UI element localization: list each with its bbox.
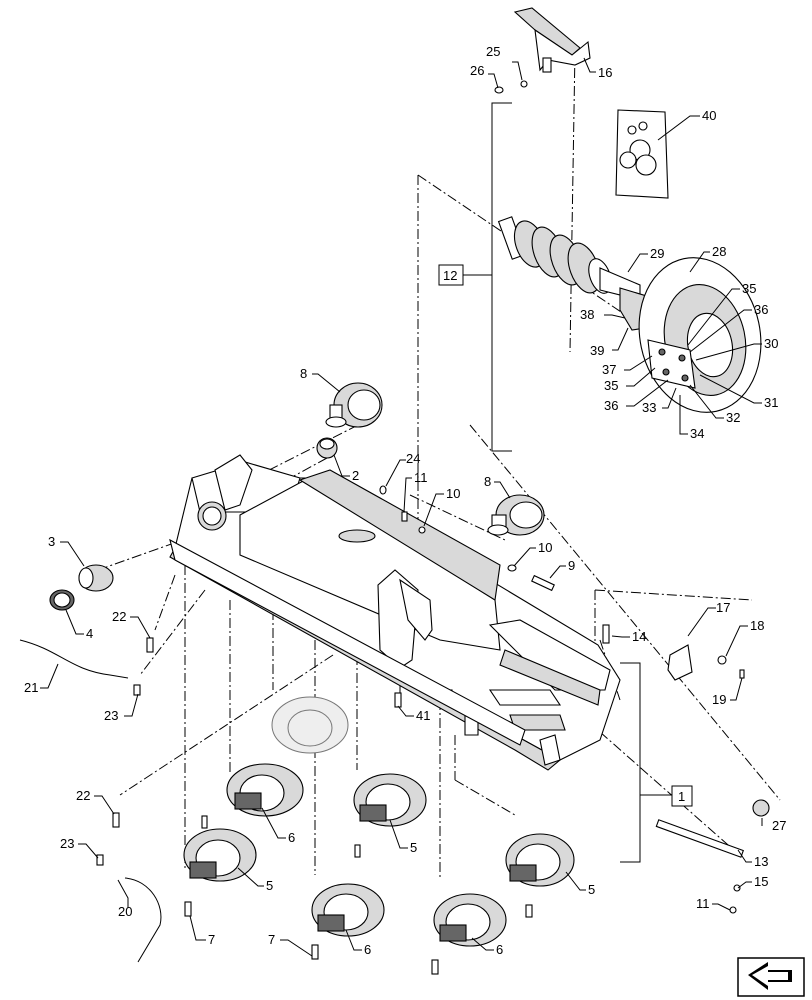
callout-24: 24 <box>406 451 420 466</box>
track-frame <box>169 454 621 771</box>
callout-31: 31 <box>764 395 778 410</box>
callout-13: 13 <box>754 854 768 869</box>
callout-15: 15 <box>754 874 768 889</box>
callout-36-lower: 36 <box>604 398 618 413</box>
alignment-lines <box>97 49 781 880</box>
callout-29: 29 <box>650 246 664 261</box>
seal-kit-bag-icon <box>615 109 669 199</box>
callout-40: 40 <box>702 108 716 123</box>
callout-5-a: 5 <box>410 840 417 855</box>
callout-22-lower: 22 <box>76 788 90 803</box>
callout-41: 41 <box>416 708 430 723</box>
callout-3: 3 <box>48 534 55 549</box>
callout-33: 33 <box>642 400 656 415</box>
callout-11-upper: 11 <box>414 470 428 485</box>
callout-23-upper: 23 <box>104 708 118 723</box>
leader-lines <box>40 57 763 957</box>
callout-2: 2 <box>352 468 359 483</box>
callout-34: 34 <box>690 426 704 441</box>
track-roller-5c <box>505 833 575 887</box>
bracket-16 <box>513 7 591 73</box>
callout-1: 1 <box>678 789 685 804</box>
callout-8-mid: 8 <box>484 474 491 489</box>
carrier-roller-upper <box>325 382 383 428</box>
callout-4: 4 <box>86 626 93 641</box>
track-roller-ghost <box>271 696 349 754</box>
callout-27: 27 <box>772 818 786 833</box>
group-bracket-1 <box>620 662 672 863</box>
callout-32: 32 <box>726 410 740 425</box>
callout-36-upper: 36 <box>754 302 768 317</box>
track-roller-6c <box>433 893 507 947</box>
grease-hose-21 <box>19 639 129 679</box>
back-arrow-icon[interactable] <box>737 957 805 997</box>
callout-6-c: 6 <box>496 942 503 957</box>
track-roller-5b <box>183 828 257 882</box>
callout-20: 20 <box>118 904 132 919</box>
callout-16: 16 <box>598 65 612 80</box>
callout-14: 14 <box>632 629 646 644</box>
bushing-2 <box>316 437 338 459</box>
callout-box-12 <box>438 264 464 286</box>
callout-26: 26 <box>470 63 484 78</box>
callout-17: 17 <box>716 600 730 615</box>
callout-6-a: 6 <box>288 830 295 845</box>
carrier-roller-mid <box>487 494 545 536</box>
callout-25: 25 <box>486 44 500 59</box>
callout-10-mid: 10 <box>538 540 552 555</box>
callout-9: 9 <box>568 558 575 573</box>
guard-pan <box>169 538 526 746</box>
callout-12: 12 <box>443 268 457 283</box>
track-roller-5a <box>353 773 427 827</box>
callout-22-upper: 22 <box>112 609 126 624</box>
track-roller-6a <box>226 763 304 817</box>
callout-6-b: 6 <box>364 942 371 957</box>
callout-box-1 <box>671 785 693 807</box>
callout-5-c: 5 <box>588 882 595 897</box>
callout-23-lower: 23 <box>60 836 74 851</box>
callout-35-lower: 35 <box>604 378 618 393</box>
callout-19: 19 <box>712 692 726 707</box>
callout-18: 18 <box>750 618 764 633</box>
callout-11-lower: 11 <box>696 896 710 911</box>
group-bracket-12 <box>463 102 512 452</box>
seal-ring-4 <box>49 589 75 611</box>
callout-39: 39 <box>590 343 604 358</box>
callout-21: 21 <box>24 680 38 695</box>
bushing-3 <box>78 564 114 592</box>
callout-30: 30 <box>764 336 778 351</box>
callout-37: 37 <box>602 362 616 377</box>
callout-labels: 16 25 26 40 12 29 28 35 36 38 39 37 30 3… <box>24 44 786 957</box>
track-roller-6b <box>311 883 385 937</box>
callout-8-upper: 8 <box>300 366 307 381</box>
callout-28: 28 <box>712 244 726 259</box>
callout-7-a: 7 <box>208 932 215 947</box>
callout-7-b: 7 <box>268 932 275 947</box>
callout-10-upper: 10 <box>446 486 460 501</box>
grease-hose-20 <box>124 877 162 963</box>
callout-5-b: 5 <box>266 878 273 893</box>
callout-38: 38 <box>580 307 594 322</box>
callout-35-upper: 35 <box>742 281 756 296</box>
